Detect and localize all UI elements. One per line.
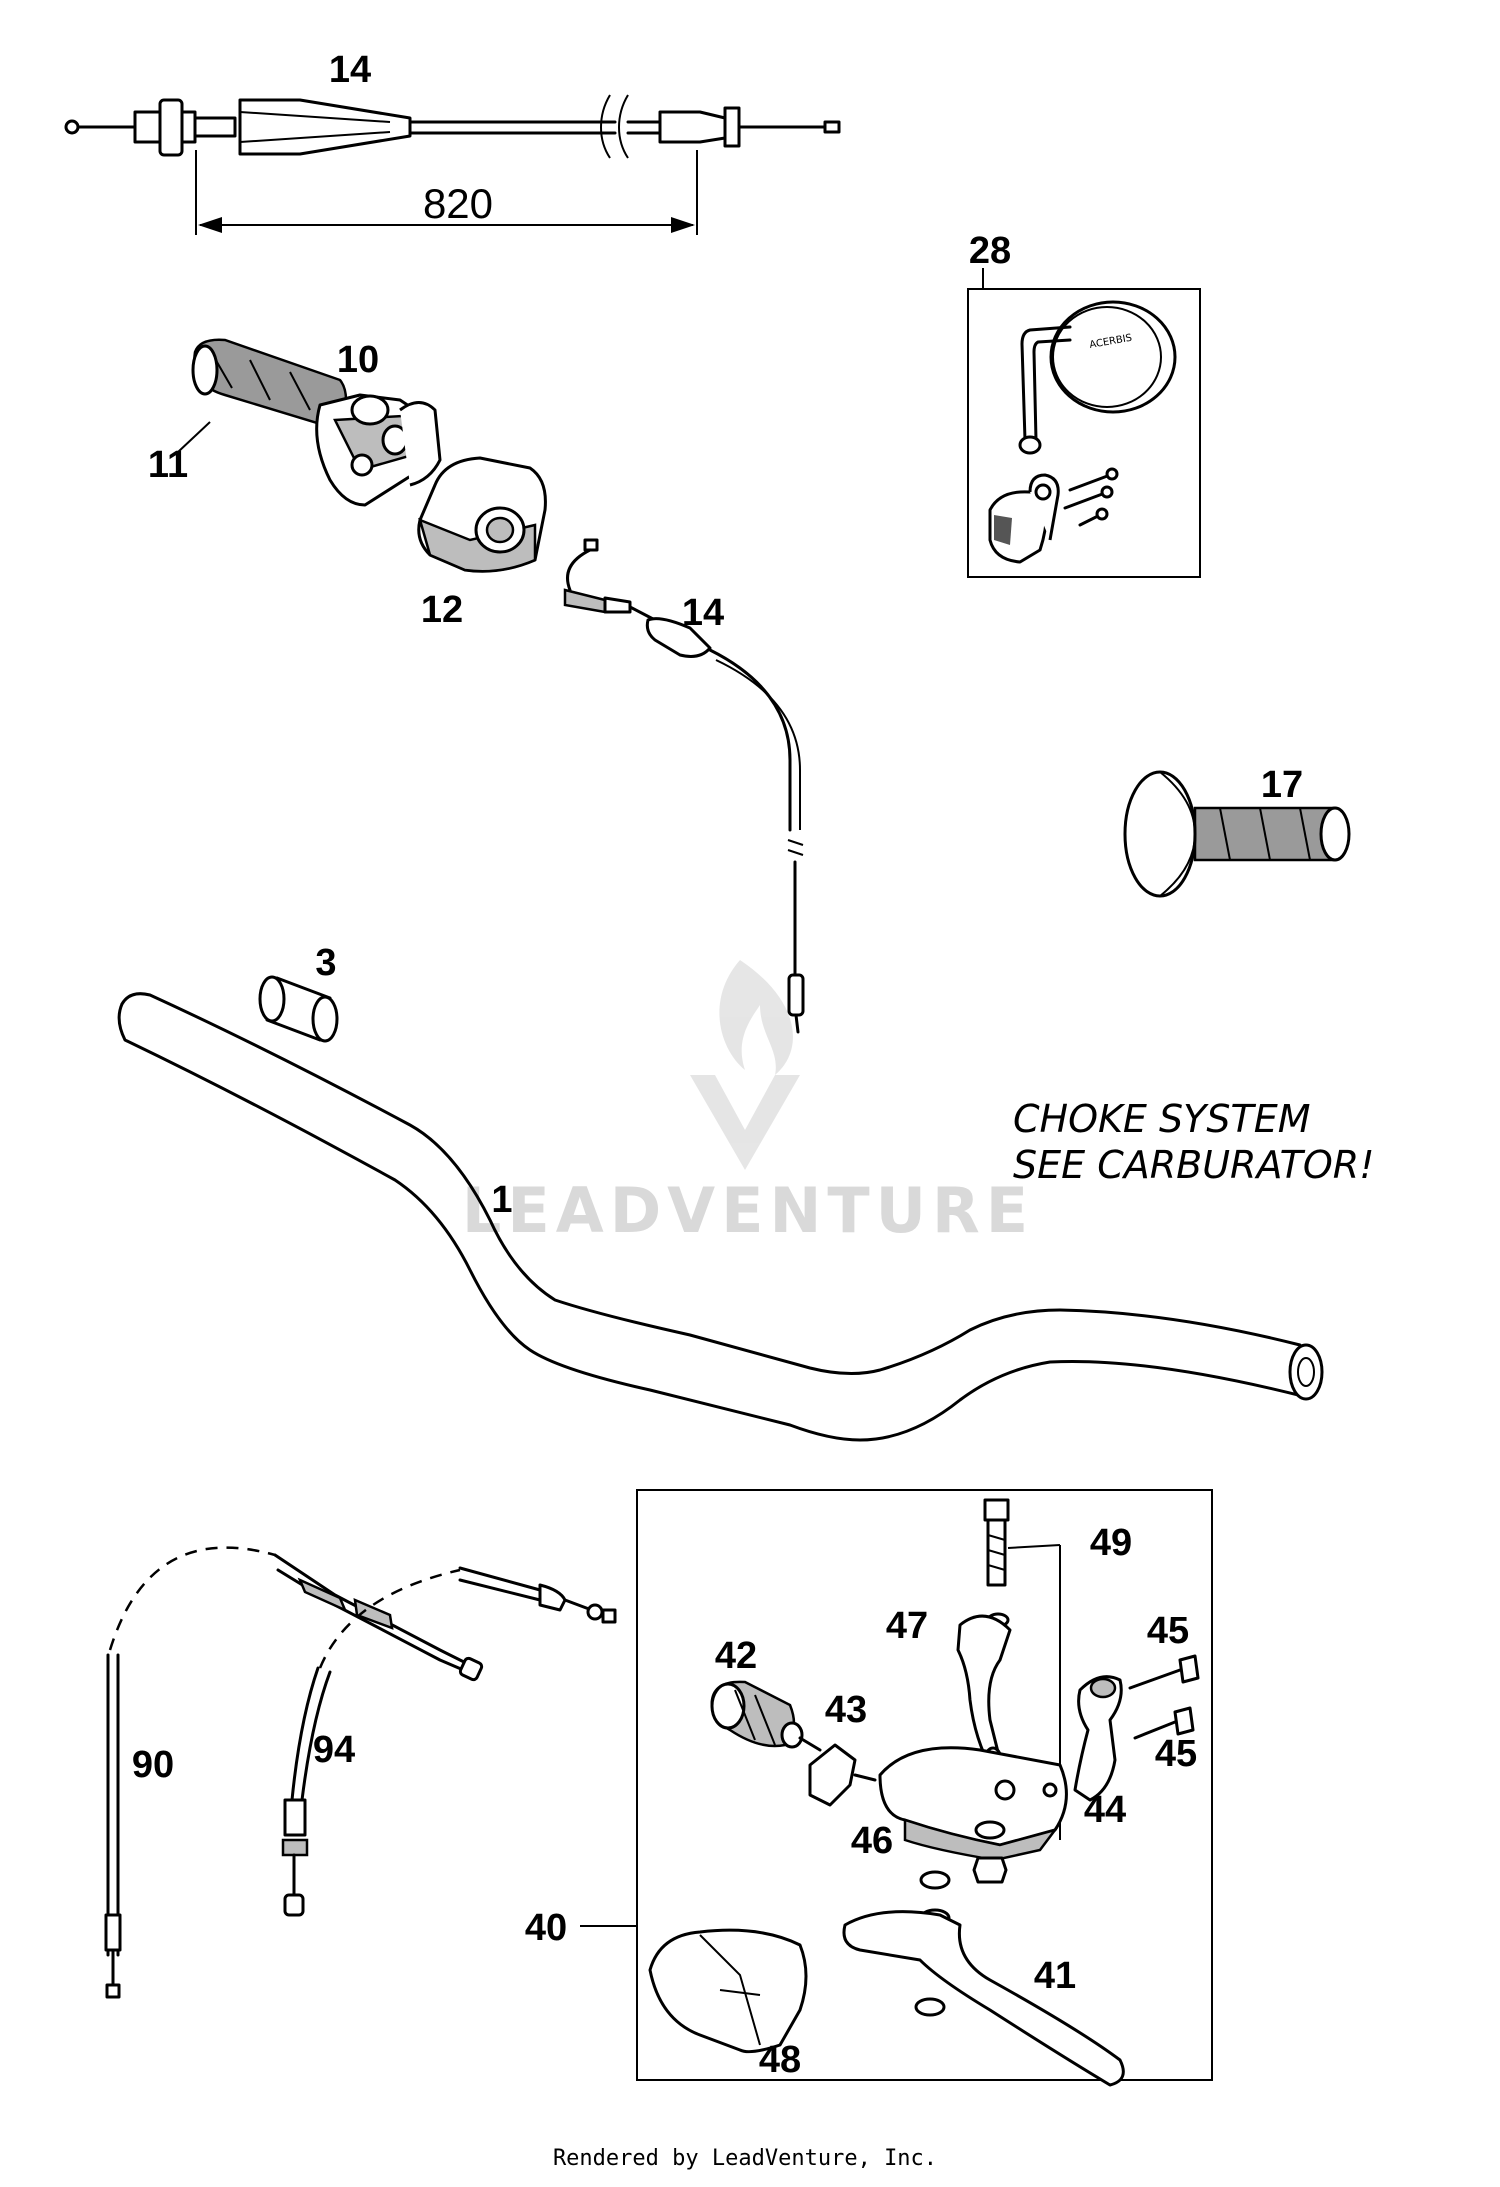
throttle-cable-top	[64, 94, 841, 159]
callout-1: 1	[491, 1179, 512, 1221]
callout-14-top: 14	[329, 49, 371, 91]
mirror-assembly: ACERBIS	[967, 268, 1201, 578]
callout-45-a: 45	[1147, 1610, 1189, 1652]
callout-40: 40	[525, 1907, 567, 1949]
callout-43: 43	[825, 1689, 867, 1731]
clutch-cable-90	[104, 1546, 484, 1999]
choke-cable	[563, 538, 805, 1034]
callout-44: 44	[1084, 1789, 1126, 1831]
clutch-cable-94	[281, 1566, 617, 1917]
callout-90: 90	[132, 1744, 174, 1786]
callout-42: 42	[715, 1635, 757, 1677]
callout-10: 10	[337, 339, 379, 381]
callout-3: 3	[315, 942, 336, 984]
dimension-line	[195, 150, 698, 235]
callout-17: 17	[1261, 764, 1303, 806]
clutch-lever-assembly	[580, 1489, 1213, 2087]
handlebar	[117, 992, 1324, 1442]
callout-94: 94	[313, 1729, 355, 1771]
note-line2: SEE CARBURATOR!	[1013, 1143, 1374, 1187]
callout-14-mid: 14	[682, 592, 724, 634]
throttle-housing-cover	[417, 456, 547, 573]
footer-credit: Rendered by LeadVenture, Inc.	[553, 2146, 937, 2171]
callout-46: 46	[851, 1820, 893, 1862]
note-line1: CHOKE SYSTEM	[1013, 1097, 1311, 1141]
left-grip	[1123, 770, 1351, 898]
leader-11	[177, 421, 211, 453]
watermark-logo-icon	[690, 960, 800, 1170]
throttle-grip	[191, 338, 442, 507]
bar-spacer	[258, 975, 339, 1043]
callout-45-b: 45	[1155, 1733, 1197, 1775]
callout-41: 41	[1034, 1955, 1076, 1997]
callout-12: 12	[421, 589, 463, 631]
callout-48: 48	[759, 2039, 801, 2081]
callout-47: 47	[886, 1605, 928, 1647]
callout-49: 49	[1090, 1522, 1132, 1564]
dimension-820: 820	[423, 180, 493, 227]
callout-11: 11	[148, 444, 188, 486]
callout-28: 28	[969, 230, 1011, 272]
watermark-text: LEADVENTURE	[462, 1174, 1034, 1247]
